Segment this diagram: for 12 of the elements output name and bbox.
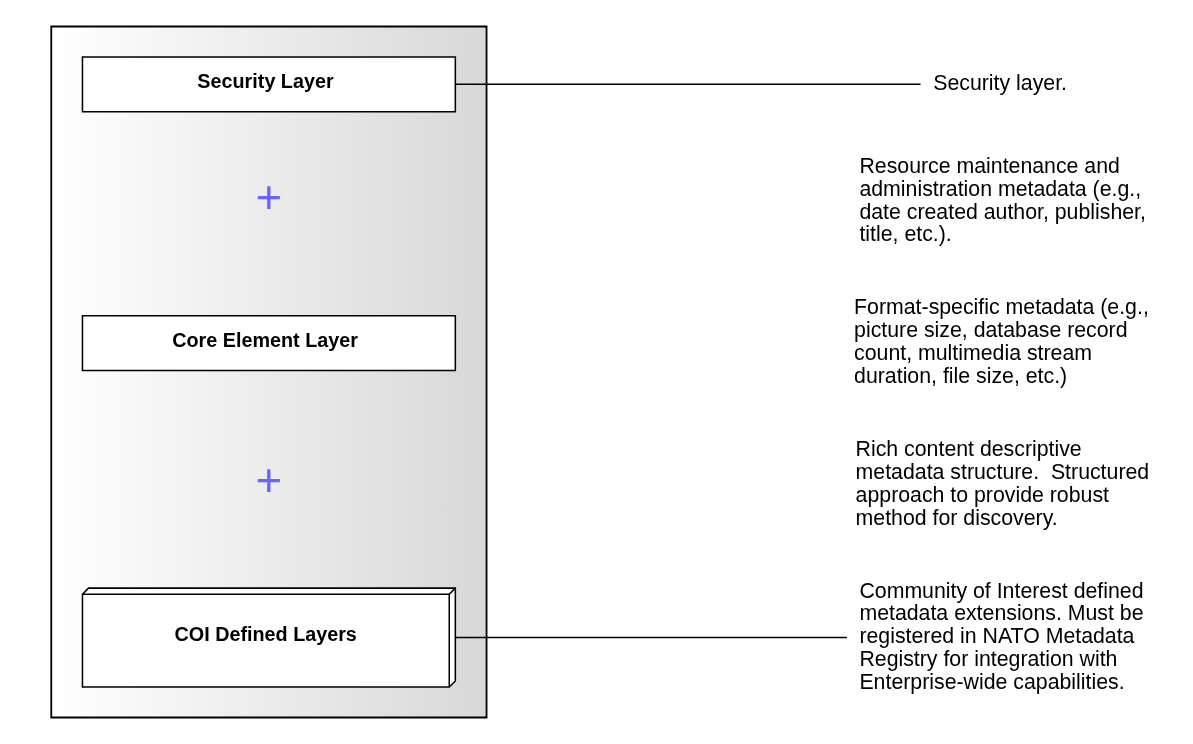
node-text: Security layer. (933, 70, 1067, 95)
cluster (50, 25, 488, 719)
label: Format-specific metadata (e.g., picture size, database record count, multimedia stream duration, file size, etc.) (854, 295, 1149, 388)
node-box: Security Layer (81, 56, 457, 113)
label: Resource maintenance and administration metadata (e.g., date created author, publisher, title, etc.). (859, 153, 1146, 247)
label: + (255, 455, 283, 507)
label: Rich content descriptive metadata structure. Structured approach to provide robust method for discovery. (855, 437, 1150, 530)
node-text: Community of Interest defined metadata extensions. Must be registered in NATO Metadata Registry for integration with Enterprise-wide capabilities. (859, 578, 1144, 694)
connector (454, 83, 922, 86)
node-box: Core Element Layer (81, 314, 457, 372)
label: + (255, 171, 283, 223)
connector (454, 636, 848, 639)
